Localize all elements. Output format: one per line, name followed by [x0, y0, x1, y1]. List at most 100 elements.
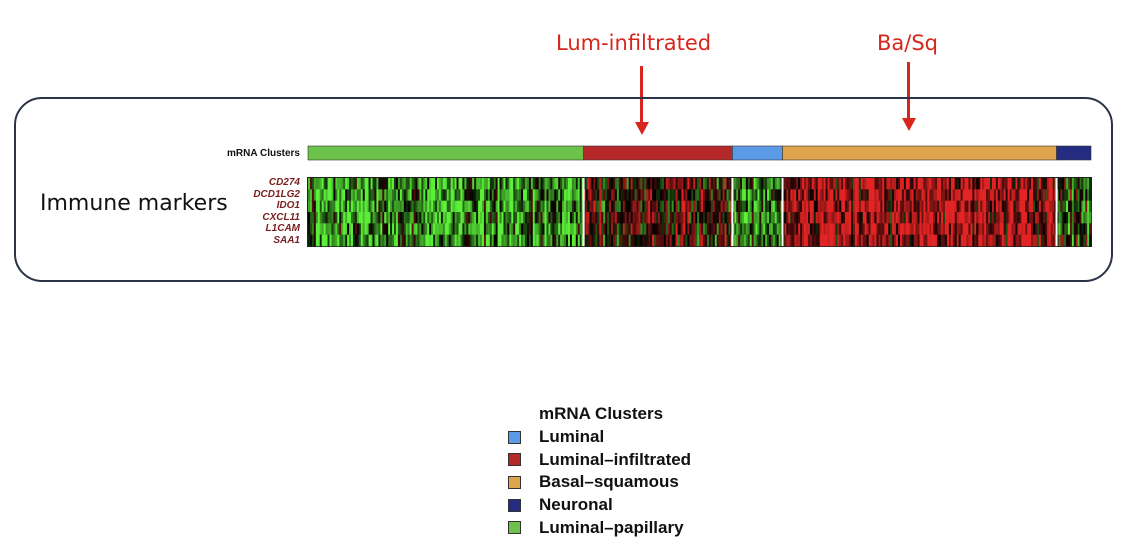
cluster-bar-segment [732, 145, 783, 161]
heatmap-cell [946, 200, 950, 213]
heatmap-cell [509, 178, 512, 190]
heatmap-cell [464, 178, 467, 190]
heatmap-cell [767, 200, 770, 213]
heatmap-cell [366, 200, 369, 213]
heatmap-cell [929, 200, 932, 213]
heatmap-cell [399, 234, 403, 247]
heatmap-cell [886, 234, 889, 247]
heatmap-cell [376, 212, 379, 224]
heatmap-cell [821, 223, 824, 235]
heatmap-cell [864, 212, 868, 224]
heatmap-cell [993, 189, 997, 201]
heatmap-cell [435, 200, 438, 213]
heatmap-cell [939, 200, 942, 213]
heatmap-cell [556, 223, 559, 235]
heatmap-cell [419, 178, 422, 190]
heatmap-cell [1048, 223, 1052, 235]
heatmap-cell [329, 212, 332, 224]
heatmap-cell [321, 212, 324, 224]
heatmap-cell [884, 234, 887, 247]
heatmap-cell [425, 223, 428, 235]
heatmap-cell [913, 234, 916, 247]
heatmap-cell [628, 234, 631, 247]
heatmap-cell [681, 212, 684, 224]
heatmap-cell [903, 212, 907, 224]
heatmap-cell [917, 212, 920, 224]
heatmap-cell [966, 234, 969, 247]
heatmap-cell [978, 212, 981, 224]
heatmap-cell [774, 200, 778, 213]
heatmap-cell [807, 223, 811, 235]
heatmap-cell [823, 234, 826, 247]
heatmap-cell [1003, 212, 1007, 224]
heatmap-cell [333, 212, 336, 224]
heatmap-cell [407, 200, 410, 213]
heatmap-cell [858, 223, 862, 235]
heatmap-cell [673, 234, 676, 247]
heatmap-cell [446, 189, 450, 201]
cluster-separator [781, 178, 784, 246]
heatmap-cell [759, 212, 762, 224]
heatmap-cell [722, 212, 725, 224]
heatmap-cell [376, 178, 379, 190]
heatmap-cell [544, 200, 547, 213]
heatmap-cell [1062, 234, 1065, 247]
heatmap-cell [609, 234, 612, 247]
heatmap-cell [511, 234, 514, 247]
heatmap-cell [742, 223, 745, 235]
heatmap-cell [823, 223, 826, 235]
heatmap-cell [523, 189, 526, 201]
heatmap-cell [770, 189, 774, 201]
heatmap-cell [991, 189, 995, 201]
heatmap-cell [872, 212, 875, 224]
heatmap-cell [528, 189, 532, 201]
heatmap-cell [425, 178, 428, 190]
heatmap-cell [899, 200, 903, 213]
heatmap-cell [354, 234, 358, 247]
heatmap-cell [870, 223, 873, 235]
heatmap-cell [1079, 212, 1082, 224]
heatmap-cell [597, 212, 600, 224]
heatmap-cell [1089, 178, 1092, 190]
heatmap-cell [638, 200, 641, 213]
heatmap-cell [658, 189, 661, 201]
heatmap-cell [978, 189, 981, 201]
heatmap-cell [841, 212, 844, 224]
legend-swatch [508, 475, 521, 489]
heatmap-cell [403, 178, 407, 190]
heatmap-cell [317, 178, 321, 190]
heatmap-cell [462, 212, 465, 224]
heatmap-cell [817, 178, 821, 190]
heatmap-cell [1040, 178, 1044, 190]
heatmap-cell [437, 178, 440, 190]
heatmap-cell [558, 223, 561, 235]
heatmap-cell [923, 223, 926, 235]
heatmap-cell [309, 189, 313, 201]
heatmap-cell [728, 189, 731, 201]
heatmap-cell [1073, 189, 1077, 201]
heatmap-cell [658, 200, 661, 213]
heatmap-cell [927, 178, 930, 190]
heatmap-cell [399, 223, 403, 235]
heatmap-cell [815, 212, 819, 224]
heatmap-cell [1066, 223, 1069, 235]
heatmap-cell [993, 234, 997, 247]
heatmap-cell [386, 212, 389, 224]
heatmap-cell [864, 189, 868, 201]
heatmap-cell [517, 189, 520, 201]
heatmap-cell [800, 234, 803, 247]
heatmap-cell [437, 223, 440, 235]
heatmap-cell [714, 223, 718, 235]
heatmap-cell [427, 212, 430, 224]
heatmap-cell [616, 212, 620, 224]
heatmap-cell [401, 178, 405, 190]
heatmap-cell [856, 189, 860, 201]
heatmap-cell [1029, 200, 1032, 213]
heatmap-cell [929, 234, 932, 247]
heatmap-cell [966, 189, 969, 201]
heatmap-cell [612, 178, 616, 190]
heatmap-cell [782, 212, 785, 224]
heatmap-cell [843, 189, 846, 201]
heatmap-cell [327, 234, 330, 247]
heatmap-cell [954, 212, 958, 224]
